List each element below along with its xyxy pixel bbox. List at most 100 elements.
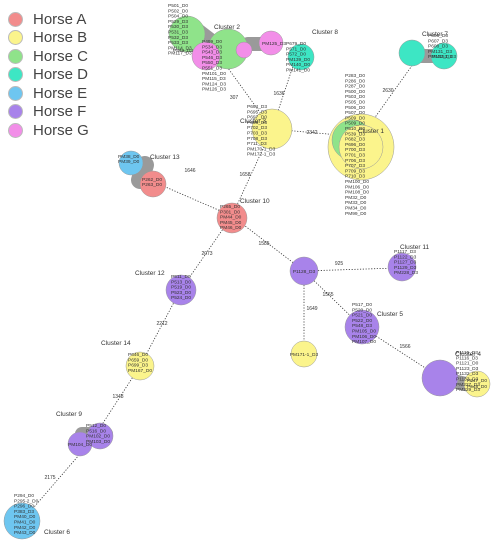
- edge-weight-label: 1658: [239, 172, 250, 178]
- cluster-2-member-label: P543_D3: [202, 50, 222, 56]
- cluster-2-node-horse-g: [235, 41, 253, 59]
- cluster-title: Cluster 9: [56, 411, 82, 418]
- cluster-3-member-label: P703_D3: [247, 131, 267, 137]
- cluster-4-member-label: P1121_D0: [456, 361, 479, 367]
- cluster-9-member-label: P512_D0: [86, 423, 106, 429]
- horse-a-swatch: [8, 11, 23, 27]
- legend-label: Horse C: [33, 47, 89, 65]
- cluster-5-member-label: PM107_D0: [352, 339, 376, 345]
- cluster-4-member-label: P1132_D3: [456, 371, 479, 377]
- cluster-2-member-label: P533_D3: [168, 40, 188, 46]
- cluster-11-member-label: P1117_D3: [394, 249, 416, 255]
- cluster-10-member-label: PM46_D0: [220, 225, 242, 231]
- cluster-6-member-label: PM40_D0: [14, 514, 36, 520]
- cluster-8-member-label: P572_D0: [286, 52, 306, 58]
- edge-weight-label: 1566: [399, 344, 410, 350]
- cluster-12-member-label: P519_D0: [171, 285, 191, 291]
- cluster-title: Cluster 14: [101, 340, 131, 347]
- cluster-1-member-label: P500_D0: [345, 89, 365, 95]
- cluster-2-member-label: P534_D3: [202, 44, 222, 50]
- cluster-14-member-label: P699_D3: [128, 363, 148, 369]
- horse-d-swatch: [8, 67, 23, 83]
- cluster-14-member-label: P646_D0: [128, 352, 148, 358]
- cluster-1-member-label: P701_D3: [345, 153, 365, 159]
- p1128-node: [289, 256, 319, 286]
- cluster-3-member-label: P711_D3: [247, 141, 267, 147]
- cluster-2-member-label: PM126_D3: [202, 87, 226, 93]
- cluster-7-member-label: P608_D3: [428, 44, 448, 50]
- cluster-9-member-label: PM104_D0: [68, 442, 92, 448]
- cluster-2-member-label: P549_D3: [173, 48, 193, 54]
- edge-weight-label: 2630: [382, 88, 393, 94]
- cluster-1-member-label: PM99_D0: [345, 211, 367, 217]
- cluster-title: Cluster 11: [400, 244, 430, 251]
- cluster-14-node: [125, 351, 155, 381]
- p1128-label: P1128_D3: [293, 269, 316, 275]
- cluster-1-member-label: P696_D0: [345, 142, 365, 148]
- cluster-11-member-label: PM228_D3: [394, 270, 418, 276]
- cluster-3-member-label: P708_D3: [247, 136, 267, 142]
- horse-g-swatch: [8, 122, 23, 138]
- cluster-1-member-label: P682_D3: [345, 137, 365, 143]
- edge-p1128-c5: [303, 270, 363, 328]
- cluster-2-member-label: P504_D0: [168, 14, 188, 20]
- edge-weight-label: 2342: [306, 130, 317, 136]
- cluster-6-member-label: PM41_D0: [14, 520, 36, 526]
- cluster-4-member-label: P1115_D3: [456, 350, 478, 356]
- edge-weight-label: 1649: [306, 306, 317, 312]
- edge-weight-label: 1565: [322, 292, 333, 298]
- cluster-9-node-2: [86, 422, 114, 450]
- cluster-title: Cluster 1: [358, 128, 384, 135]
- cluster-6-member-label: P294_D0: [14, 493, 34, 499]
- legend-label: Horse F: [33, 103, 87, 121]
- cluster-13-member-label: PM39_D0: [118, 159, 140, 165]
- cluster-2-member-label: P531_D3: [168, 30, 188, 36]
- cluster-8-member-label: PM140_D0: [286, 62, 310, 68]
- cluster-1-member-label: P505_D0: [345, 100, 365, 106]
- legend-label: Horse B: [33, 29, 88, 47]
- cluster-1-member-label: P700_D3: [345, 147, 365, 153]
- cluster-14-member-label: PM167_D0: [128, 368, 152, 374]
- cluster-2-member-label: P530_D3: [168, 24, 188, 30]
- cluster-1-member-label: PM106_D0: [345, 184, 369, 190]
- cluster-7-member-label: P607_D3: [428, 38, 448, 44]
- edge-c3-c10: [231, 128, 273, 217]
- cluster-12-member-label: P513_D0: [171, 279, 191, 285]
- cluster-6-member-label: PM42_D0: [14, 525, 36, 531]
- cluster-title: Cluster 12: [135, 270, 165, 277]
- cluster-5-node: [344, 309, 380, 345]
- cluster-11-member-label: P1129_D3: [394, 265, 417, 271]
- edge-weight-label: 1585: [258, 241, 269, 247]
- cluster-13-node-horse-a: [139, 170, 167, 198]
- cluster-5-member-label: PM106_D0: [352, 334, 376, 340]
- cluster-1-member-label: P707_D3: [345, 163, 365, 169]
- cluster-6-member-label: P295-2_D0: [14, 498, 39, 504]
- cluster-1-member-label: PM108_D0: [345, 190, 369, 196]
- cluster-4-member-label: P648_D0: [467, 384, 487, 390]
- cluster-4-member-label: P647_D0: [467, 378, 487, 384]
- cluster-7-member-label: PM153_D3: [432, 54, 456, 60]
- legend-label: Horse D: [33, 66, 89, 84]
- legend-item-horse-d: Horse D: [8, 66, 89, 85]
- cluster-2-member-label: P550_D3: [202, 60, 222, 66]
- cluster-3-member-label: PM172-1_D3: [247, 152, 276, 158]
- cluster-9-member-label: PM102_D0: [86, 434, 110, 440]
- cluster-1-member-label: P286_D0: [345, 78, 365, 84]
- horse-e-swatch: [8, 85, 23, 101]
- cluster-7-node: [398, 39, 426, 67]
- edge-weight-label: 1646: [184, 168, 195, 174]
- cluster-4-member-label: PM229_D3: [456, 387, 480, 393]
- cluster-9-member-label: PM103_D0: [86, 439, 110, 445]
- cluster-1-member-label: PM32_D0: [345, 195, 367, 201]
- cluster-10-node: [216, 202, 248, 234]
- cluster-2-member-label: PM115_D3: [202, 76, 226, 82]
- cluster-2-node-horse-c: [168, 15, 206, 53]
- cluster-6-member-label: PM43_D0: [14, 530, 36, 536]
- cluster-1-member-label: P503_D0: [345, 94, 365, 100]
- cluster-13-member-label: P262_D0: [142, 177, 162, 183]
- cluster-3-member-label: P702_D3: [247, 125, 267, 131]
- cluster-2-member-label: PM125_D3: [262, 41, 286, 47]
- edge-weight-label: 2073: [201, 251, 212, 257]
- cluster-10-member-label: PM45_D0: [220, 220, 242, 226]
